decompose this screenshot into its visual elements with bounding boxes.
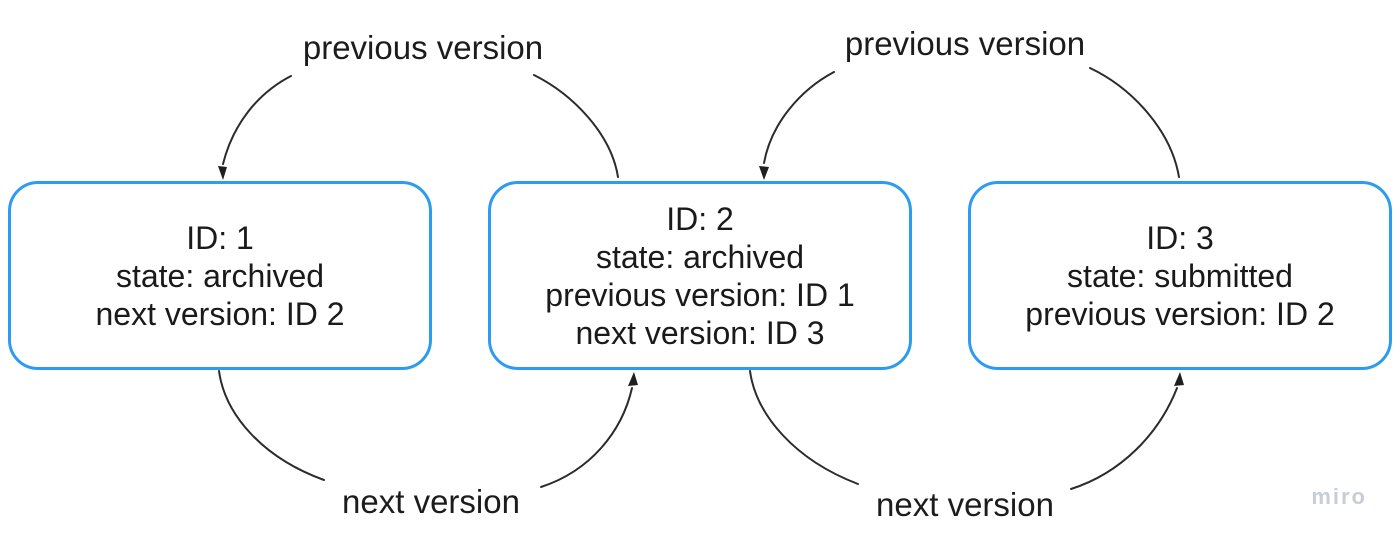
edge-label-previous-version-left: previous version [302, 29, 544, 66]
node-text-line: state: archived [115, 257, 325, 294]
node-text-line: state: submitted [1067, 257, 1293, 294]
node-text-line: ID: 2 [666, 200, 734, 237]
node-text-line: previous version: ID 1 [545, 276, 855, 313]
node-text-line: state: archived [595, 238, 805, 275]
edge-previous-version-2-to-1 [218, 74, 619, 180]
edge-previous-version-3-to-2 [759, 67, 1180, 180]
node-text-line: previous version: ID 2 [1025, 295, 1335, 332]
edge-curve-right-segment [1070, 387, 1178, 490]
node-text-line: next version: ID 3 [575, 314, 825, 351]
edge-curve-left-segment [749, 370, 859, 485]
arrowhead-up-icon [1174, 372, 1184, 386]
node-text-line: next version: ID 2 [95, 295, 345, 332]
edge-curve-left-segment [763, 71, 835, 164]
edge-curve-right-segment [533, 74, 619, 178]
arrowhead-up-icon [628, 372, 638, 386]
edge-label-next-version-left: next version [342, 483, 520, 520]
node-version-2[interactable]: ID: 2 state: archived previous version: … [488, 181, 912, 370]
edge-next-version-1-to-2 [218, 370, 638, 488]
edge-label-next-version-right: next version [876, 486, 1054, 523]
miro-watermark: miro [1311, 484, 1367, 509]
edge-next-version-2-to-3 [749, 370, 1184, 490]
edge-curve-right-segment [540, 387, 633, 488]
node-text-line: ID: 1 [186, 219, 254, 256]
node-version-1[interactable]: ID: 1 state: archived next version: ID 2 [8, 181, 432, 370]
arrowhead-down-icon [759, 166, 769, 180]
edge-label-previous-version-right: previous version [844, 25, 1086, 62]
edge-curve-left-segment [222, 75, 292, 165]
node-text-line: ID: 3 [1146, 219, 1214, 256]
edge-curve-left-segment [218, 370, 325, 481]
node-version-3[interactable]: ID: 3 state: submitted previous version:… [968, 181, 1392, 370]
edge-curve-right-segment [1089, 67, 1180, 178]
arrowhead-down-icon [218, 166, 227, 180]
